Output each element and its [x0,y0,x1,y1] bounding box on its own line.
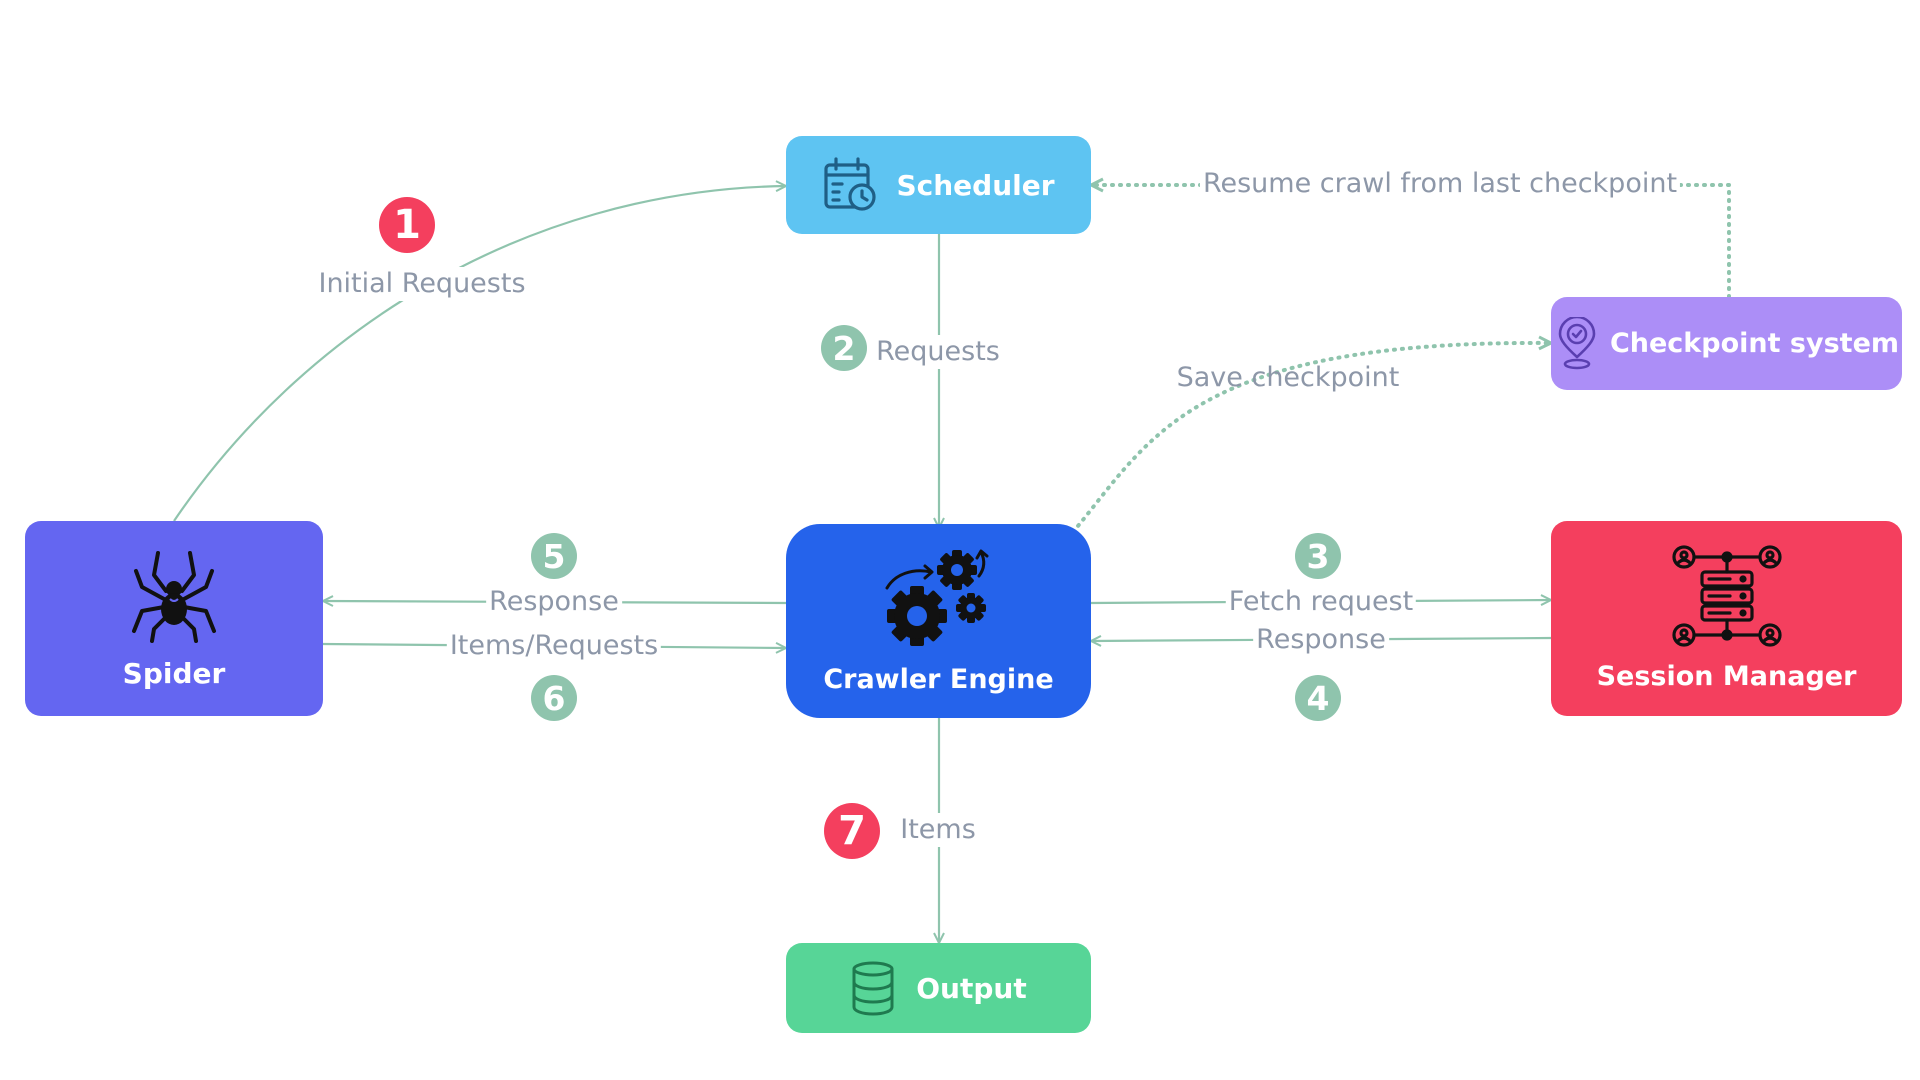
edge-initial-requests [173,186,786,522]
location-check-icon [1558,316,1596,369]
checkpoint-system-node[interactable]: Checkpoint system [1551,297,1902,390]
spider-label: Spider [122,657,226,690]
spider-icon [132,551,216,643]
scheduler-node[interactable]: Scheduler [786,136,1091,234]
edge-label-response-right: Response [1253,623,1389,657]
spider-node[interactable]: Spider [25,521,323,716]
step-badge-2: 2 [821,325,867,371]
step-badge-5: 5 [531,533,577,579]
step-badge-7: 7 [824,803,880,859]
edge-label-initial-requests: Initial Requests [315,267,529,301]
edge-label-save-checkpoint: Save checkpoint [1176,362,1400,393]
edge-label-items: Items [897,813,979,847]
edge-label-items-requests: Items/Requests [446,629,662,663]
edge-label-fetch-request: Fetch request [1225,585,1417,619]
calendar-clock-icon [824,157,877,211]
session-manager-label: Session Manager [1596,661,1857,692]
crawler-engine-label: Crawler Engine [823,663,1054,695]
crawler-engine-node[interactable]: Crawler Engine [786,524,1091,718]
output-label: Output [916,971,1027,1005]
edge-label-resume: Resume crawl from last checkpoint [1199,167,1681,201]
database-icon [852,961,894,1016]
session-manager-node[interactable]: Session Manager [1551,521,1902,716]
edge-save-checkpoint [1071,343,1551,534]
server-network-icon [1671,545,1782,647]
edge-resume [1089,185,1731,299]
edge-label-requests: Requests [876,335,1000,369]
step-badge-1: 1 [379,197,435,253]
scheduler-label: Scheduler [896,168,1055,202]
step-badge-4: 4 [1295,675,1341,721]
output-node[interactable]: Output [786,943,1091,1033]
step-badge-6: 6 [531,675,577,721]
step-badge-3: 3 [1295,533,1341,579]
edge-label-response-left: Response [486,585,622,619]
checkpoint-system-label: Checkpoint system [1609,328,1900,359]
gears-icon [885,549,988,646]
